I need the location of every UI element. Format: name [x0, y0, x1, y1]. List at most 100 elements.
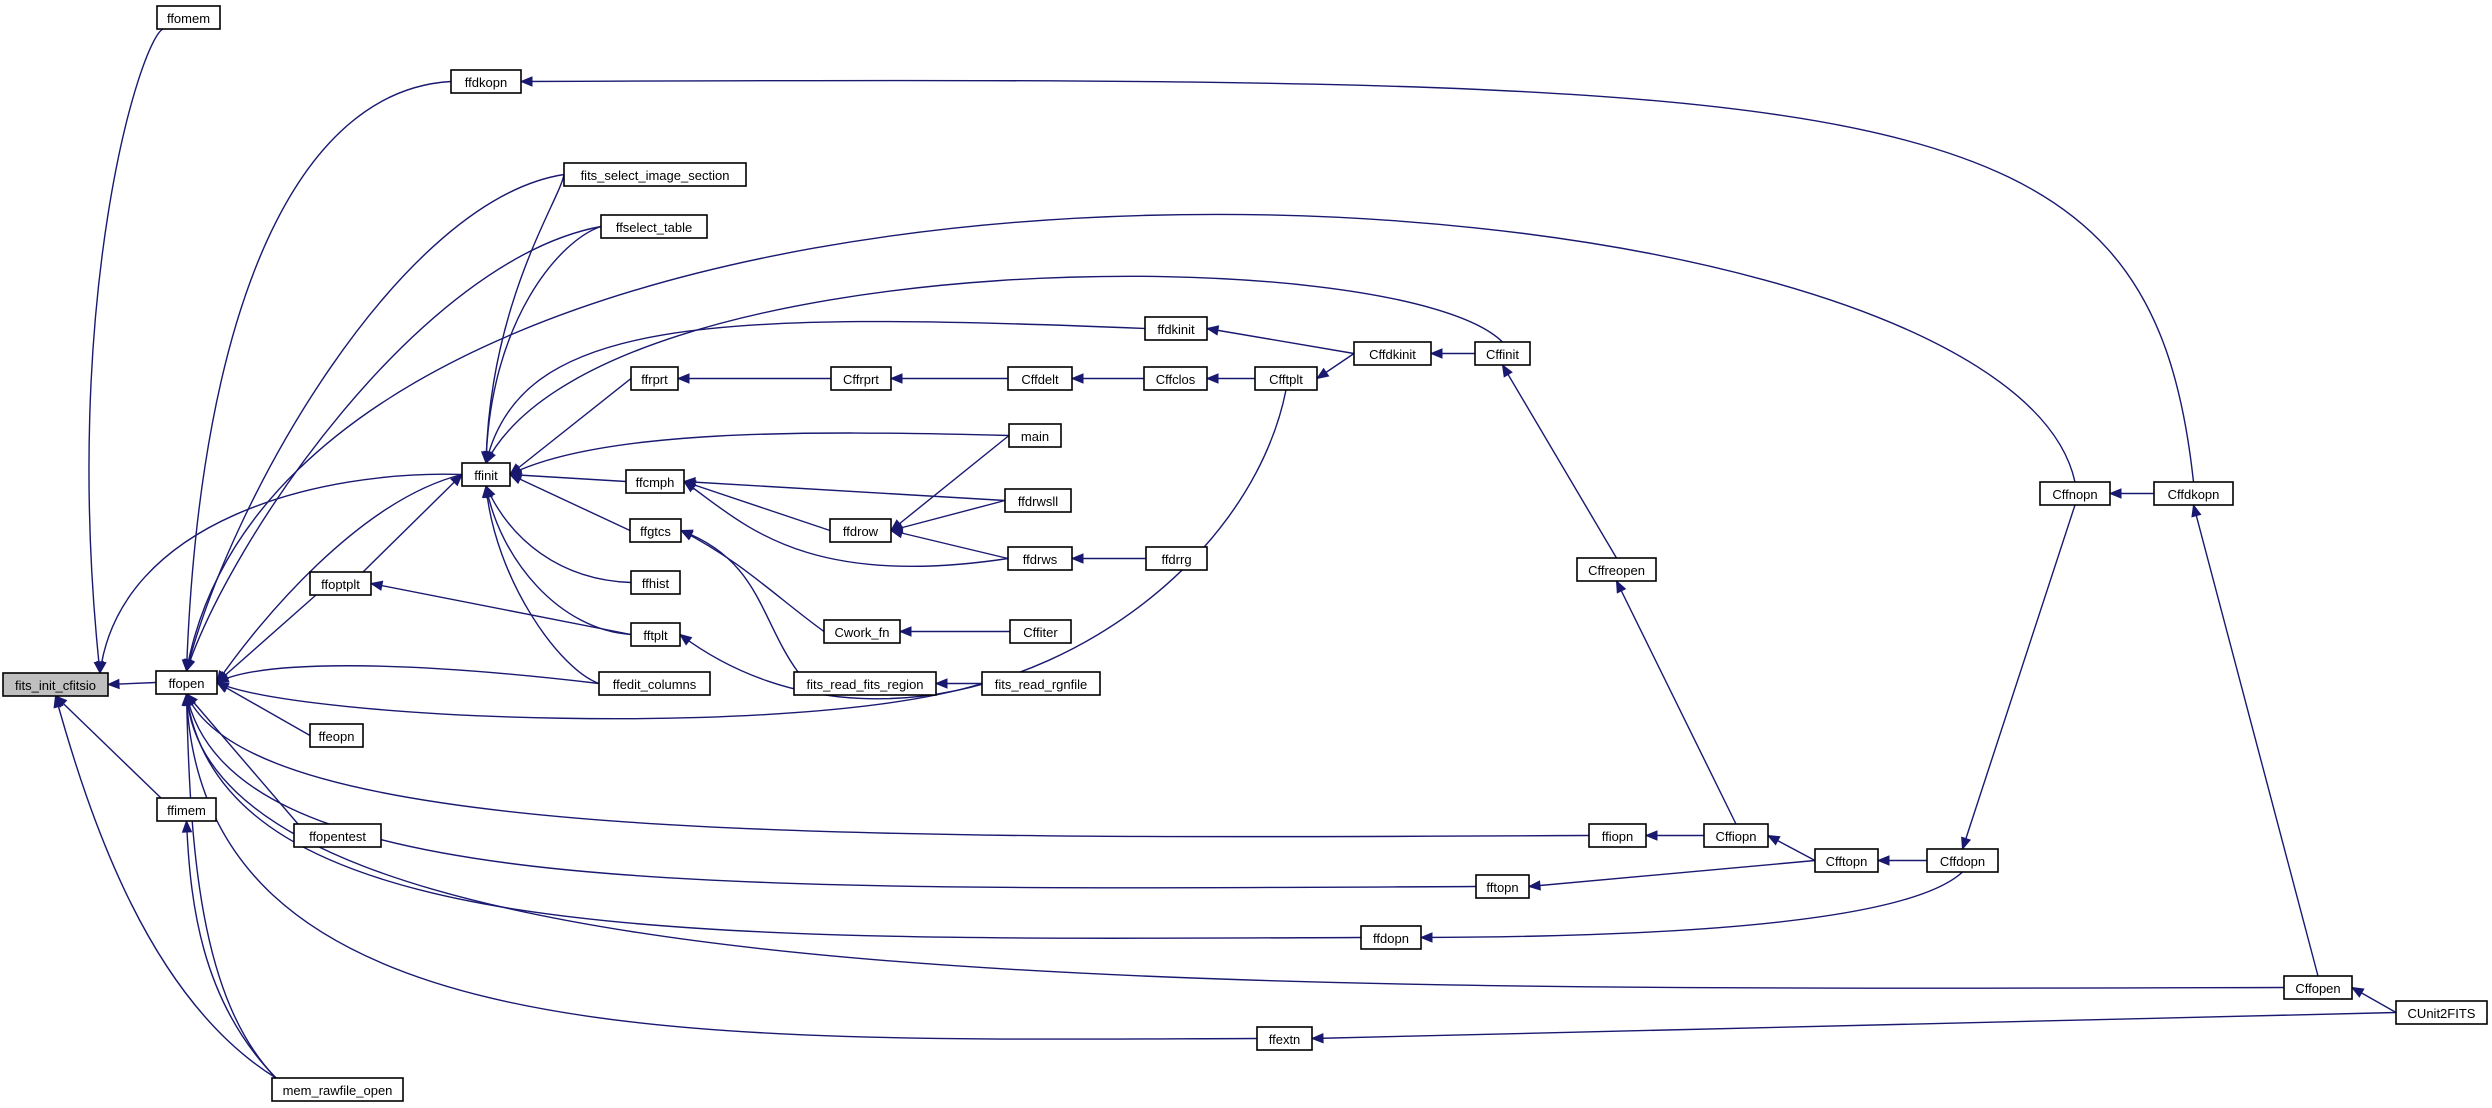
- edge-Cffrprt-to-ffrprt: [676, 373, 831, 384]
- edge-line: [185, 225, 602, 672]
- edge-ffeopn-to-ffopen: [215, 681, 311, 737]
- node-Cffdkinit[interactable]: Cffdkinit: [1353, 341, 1432, 366]
- node-ffedit_columns[interactable]: ffedit_columns: [598, 671, 711, 696]
- node-label: fits_read_rgnfile: [995, 677, 1088, 692]
- node-label: Cffreopen: [1588, 563, 1645, 578]
- node-ffeopn[interactable]: ffeopn: [309, 723, 364, 748]
- edge-arrowhead: [1429, 348, 1443, 359]
- node-box: [630, 570, 681, 595]
- edge-CUnit2FITS-to-Cffopen: [2350, 986, 2397, 1014]
- edge-ffdrrg-to-ffdrws: [1070, 553, 1146, 564]
- edge-line: [1961, 504, 2076, 850]
- node-ffoptplt[interactable]: ffoptplt: [309, 571, 372, 596]
- node-label: fits_select_image_section: [581, 168, 730, 183]
- node-Cffopen[interactable]: Cffopen: [2283, 975, 2353, 1000]
- edge-Cffdopn-to-ffdopn: [1419, 871, 1963, 943]
- edge-arrowhead: [898, 626, 912, 637]
- node-ffselect_table[interactable]: ffselect_table: [600, 214, 708, 239]
- edge-line: [185, 693, 1477, 889]
- node-ffdrow[interactable]: ffdrow: [829, 518, 892, 543]
- node-label: ffopentest: [309, 829, 366, 844]
- node-ffopen[interactable]: ffopen: [155, 670, 218, 695]
- edge-Cffdelt-to-Cffrprt: [889, 373, 1008, 384]
- node-fits_read_fits_region[interactable]: fits_read_fits_region: [793, 671, 937, 696]
- node-fits_select_image_section[interactable]: fits_select_image_section: [563, 162, 747, 187]
- edge-mem_rawfile_open-to-ffimem: [181, 819, 277, 1079]
- node-Cffreopen[interactable]: Cffreopen: [1576, 557, 1657, 582]
- node-CUnit2FITS[interactable]: CUnit2FITS: [2395, 1000, 2488, 1025]
- edge-line: [1206, 327, 1355, 355]
- node-box: [1703, 823, 1769, 848]
- edge-line: [216, 473, 463, 683]
- node-Cffclos[interactable]: Cffclos: [1143, 366, 1208, 391]
- node-label: ffopen: [169, 676, 205, 691]
- node-label: ffiopn: [1602, 829, 1634, 844]
- edge-line: [1528, 859, 1816, 888]
- node-fftplt[interactable]: fftplt: [630, 622, 681, 647]
- node-Cfftopn[interactable]: Cfftopn: [1814, 848, 1879, 873]
- node-main[interactable]: main: [1008, 423, 1062, 448]
- node-box: [625, 469, 685, 494]
- edge-line: [680, 529, 799, 673]
- edge-arrowhead: [106, 678, 120, 690]
- edge-line: [216, 681, 983, 720]
- node-Cwork_fn[interactable]: Cwork_fn: [823, 619, 901, 644]
- node-ffcmph[interactable]: ffcmph: [625, 469, 685, 494]
- node-ffdrwsll[interactable]: ffdrwsll: [1004, 488, 1072, 513]
- edge-line: [520, 79, 2195, 483]
- node-Cffiter[interactable]: Cffiter: [1009, 619, 1072, 644]
- node-box: [2, 672, 109, 697]
- node-fits_read_rgnfile[interactable]: fits_read_rgnfile: [981, 671, 1101, 696]
- node-ffomem[interactable]: ffomem: [156, 5, 221, 30]
- edge-line: [88, 28, 164, 674]
- node-Cffnopn[interactable]: Cffnopn: [2039, 481, 2111, 506]
- node-label: Cffdopn: [1940, 854, 1985, 869]
- node-ffdkinit[interactable]: ffdkinit: [1144, 316, 1208, 341]
- node-label: ffedit_columns: [613, 677, 697, 692]
- edge-ffedit_columns-to-ffopen: [215, 665, 600, 685]
- node-mem_rawfile_open[interactable]: mem_rawfile_open: [271, 1077, 404, 1102]
- node-box: [1007, 546, 1073, 571]
- node-ffopentest[interactable]: ffopentest: [293, 823, 382, 848]
- node-Cffdelt[interactable]: Cffdelt: [1007, 366, 1073, 391]
- edge-arrowhead: [1766, 834, 1781, 846]
- edge-mem_rawfile_open-to-fits_init_cfitsio: [53, 694, 277, 1079]
- node-Cffinit[interactable]: Cffinit: [1474, 341, 1531, 366]
- node-label: Cffrprt: [843, 372, 879, 387]
- node-label: ffdkinit: [1157, 322, 1195, 337]
- node-ffinit[interactable]: ffinit: [461, 462, 511, 487]
- node-Cffdopn[interactable]: Cffdopn: [1926, 848, 1999, 873]
- node-ffgtcs[interactable]: ffgtcs: [629, 518, 682, 543]
- node-box: [156, 797, 217, 822]
- node-Cffiopn[interactable]: Cffiopn: [1703, 823, 1769, 848]
- edge-line: [362, 474, 463, 573]
- edge-line: [683, 480, 831, 532]
- edge-ffrprt-to-ffinit: [508, 377, 632, 476]
- edge-Cffiopn-to-ffiopn: [1644, 830, 1704, 841]
- node-ffdopn[interactable]: ffdopn: [1360, 925, 1422, 950]
- edge-ffinit-to-fits_init_cfitsio: [96, 473, 463, 675]
- edge-line: [216, 594, 317, 684]
- node-fits_init_cfitsio[interactable]: fits_init_cfitsio: [2, 672, 109, 697]
- node-ffiopn[interactable]: ffiopn: [1588, 823, 1647, 848]
- node-box: [1008, 423, 1062, 448]
- node-ffdrrg[interactable]: ffdrrg: [1145, 546, 1208, 571]
- node-ffhist[interactable]: ffhist: [630, 570, 681, 595]
- node-Cffdkopn[interactable]: Cffdkopn: [2153, 481, 2234, 506]
- edge-line: [1420, 871, 1963, 939]
- node-fftopn[interactable]: fftopn: [1475, 874, 1530, 899]
- node-ffextn[interactable]: ffextn: [1256, 1026, 1313, 1051]
- node-label: ffoptplt: [321, 577, 360, 592]
- node-Cffrprt[interactable]: Cffrprt: [830, 366, 892, 391]
- edge-line: [1615, 580, 1737, 825]
- node-ffdkopn[interactable]: ffdkopn: [450, 69, 522, 94]
- node-box: [1926, 848, 1999, 873]
- edge-Cwork_fn-to-ffgtcs: [679, 529, 825, 633]
- node-ffrprt[interactable]: ffrprt: [630, 366, 679, 391]
- node-ffimem[interactable]: ffimem: [156, 797, 217, 822]
- node-label: ffcmph: [636, 475, 675, 490]
- node-ffdrws[interactable]: ffdrws: [1007, 546, 1073, 571]
- node-box: [1576, 557, 1657, 582]
- node-label: Cffdelt: [1021, 372, 1059, 387]
- node-Cfftplt[interactable]: Cfftplt: [1254, 366, 1318, 391]
